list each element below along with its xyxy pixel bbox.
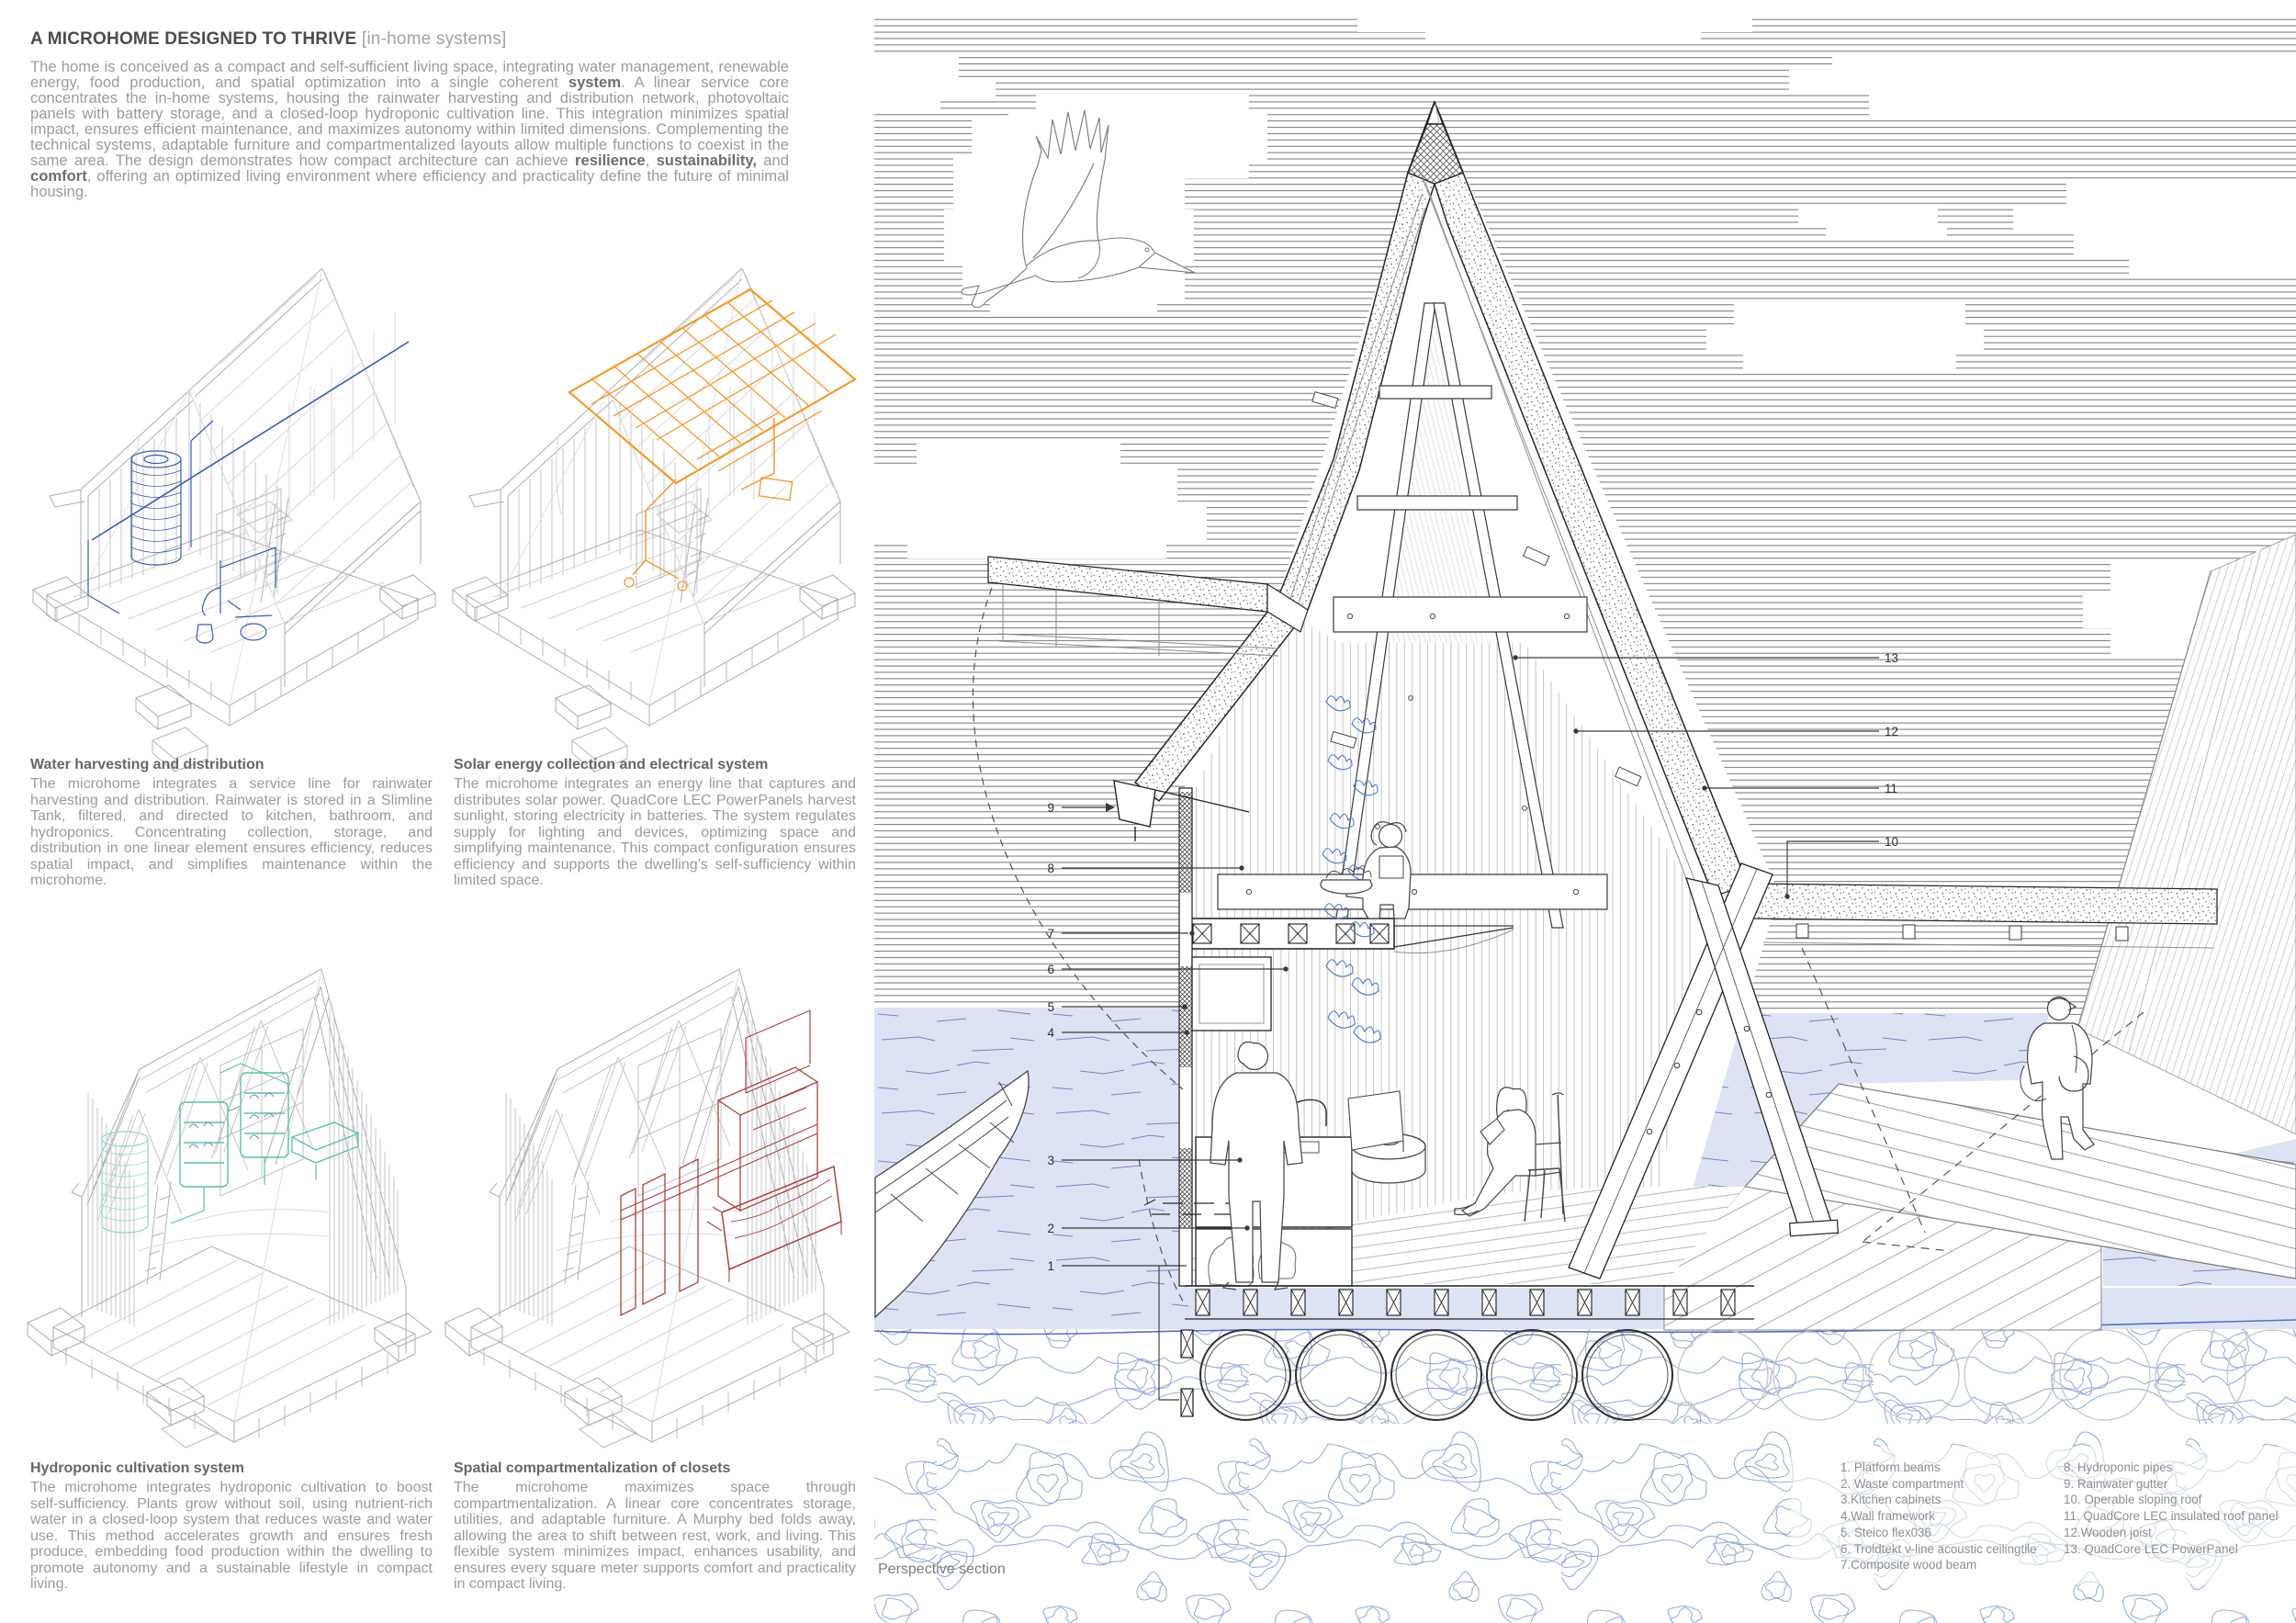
svg-text:6: 6 <box>1047 963 1054 976</box>
svg-text:7: 7 <box>1047 927 1054 941</box>
svg-text:4: 4 <box>1047 1026 1054 1040</box>
svg-text:2: 2 <box>1047 1222 1054 1235</box>
svg-text:11: 11 <box>1885 782 1897 795</box>
svg-text:10: 10 <box>1885 835 1898 849</box>
svg-text:8: 8 <box>1047 862 1054 875</box>
svg-text:13: 13 <box>1885 651 1898 665</box>
svg-text:9: 9 <box>1047 801 1054 815</box>
svg-text:3: 3 <box>1047 1154 1054 1167</box>
svg-text:1: 1 <box>1047 1259 1054 1273</box>
svg-text:5: 5 <box>1047 1000 1054 1014</box>
svg-text:12: 12 <box>1885 725 1898 738</box>
